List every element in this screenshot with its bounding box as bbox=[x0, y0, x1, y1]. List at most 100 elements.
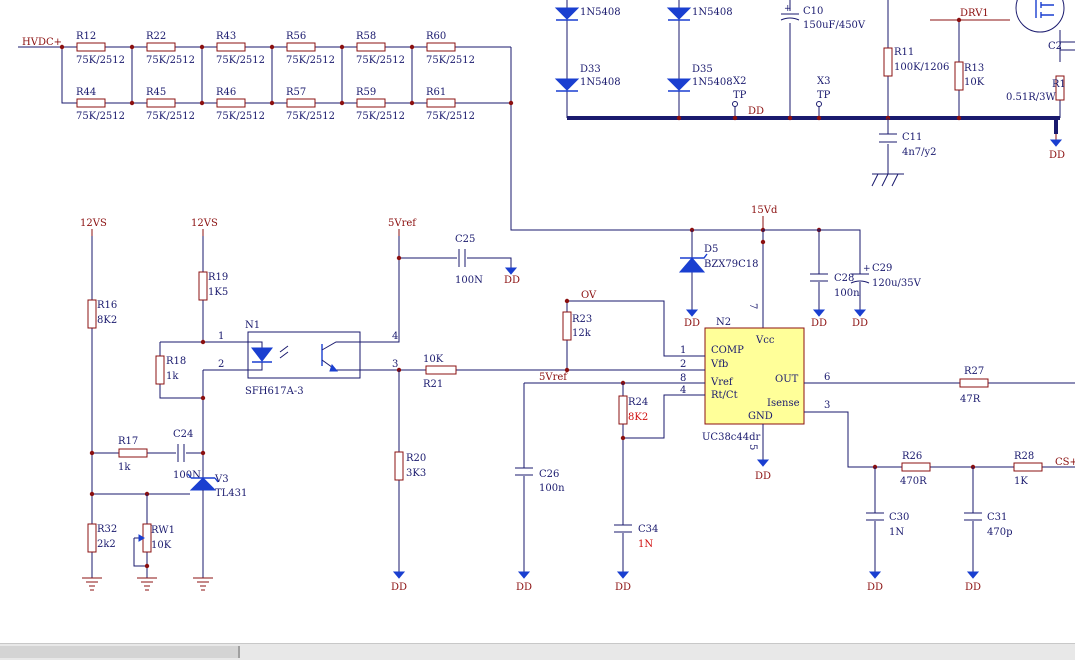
svg-text:R20: R20 bbox=[406, 453, 426, 464]
resistor-r17: R17 1k bbox=[118, 436, 148, 473]
zener-d5: D5 BZX79C18 bbox=[678, 244, 759, 273]
svg-text:R32: R32 bbox=[97, 524, 117, 535]
svg-text:75K/2512: 75K/2512 bbox=[76, 111, 125, 122]
net-label-dd-c26: DD bbox=[516, 582, 532, 593]
svg-text:1N5408: 1N5408 bbox=[580, 77, 621, 88]
svg-text:Isense: Isense bbox=[767, 398, 800, 409]
svg-text:75K/2512: 75K/2512 bbox=[356, 55, 405, 66]
svg-text:8: 8 bbox=[680, 373, 686, 384]
diode-d35: D35 1N5408 bbox=[666, 64, 733, 92]
svg-text:GND: GND bbox=[748, 411, 773, 422]
net-label-12vs-a: 12VS bbox=[80, 218, 107, 229]
mosfet-partial bbox=[1015, 0, 1065, 118]
diode-top-a-value: 1N5408 bbox=[580, 7, 621, 18]
svg-text:R57: R57 bbox=[286, 87, 306, 98]
svg-text:X3: X3 bbox=[817, 76, 830, 87]
svg-text:1N: 1N bbox=[889, 527, 904, 538]
svg-text:OUT: OUT bbox=[775, 374, 799, 385]
scrollbar-thumb[interactable] bbox=[0, 646, 240, 658]
net-label-5vref-mid: 5Vref bbox=[539, 372, 568, 383]
shunt-regulator-v3: V3 TL431 bbox=[187, 473, 247, 578]
net-label-cs: CS+ bbox=[1055, 457, 1075, 468]
svg-text:4: 4 bbox=[392, 331, 398, 342]
net-label-dd-bus: DD bbox=[748, 106, 764, 117]
capacitor-c10: C10 150uF/450V + bbox=[780, 0, 866, 118]
net-label-dd-c34: DD bbox=[615, 582, 631, 593]
resistor-r1: R1 0.51R/3W bbox=[1006, 75, 1066, 103]
net-label-drv1: DRV1 bbox=[960, 8, 989, 19]
svg-text:Rt/Ct: Rt/Ct bbox=[711, 390, 738, 401]
svg-text:1: 1 bbox=[218, 331, 224, 342]
resistor-r11: R11 100K/1206 bbox=[883, 0, 949, 118]
resistor-r44: R44 75K/2512 bbox=[76, 87, 125, 122]
svg-text:R61: R61 bbox=[426, 87, 446, 98]
resistor-r22: R22 75K/2512 bbox=[146, 31, 195, 66]
svg-text:75K/2512: 75K/2512 bbox=[146, 55, 195, 66]
svg-text:R18: R18 bbox=[166, 356, 186, 367]
svg-text:R16: R16 bbox=[97, 300, 117, 311]
svg-text:C25: C25 bbox=[455, 234, 475, 245]
svg-text:R27: R27 bbox=[964, 366, 984, 377]
resistor-r13: R13 10K bbox=[954, 61, 985, 91]
diode-top-b-value: 1N5408 bbox=[692, 7, 733, 18]
svg-text:4: 4 bbox=[680, 385, 686, 396]
svg-text:3K3: 3K3 bbox=[406, 468, 426, 479]
svg-text:R45: R45 bbox=[146, 87, 166, 98]
svg-text:D35: D35 bbox=[692, 64, 713, 75]
svg-text:R21: R21 bbox=[423, 379, 443, 390]
svg-text:TP: TP bbox=[817, 90, 831, 101]
capacitor-c24: C24 100N bbox=[173, 429, 201, 481]
svg-text:R44: R44 bbox=[76, 87, 96, 98]
svg-text:100K/1206: 100K/1206 bbox=[894, 62, 949, 73]
svg-text:R12: R12 bbox=[76, 31, 96, 42]
svg-text:D5: D5 bbox=[704, 244, 718, 255]
resistor-r57: R57 75K/2512 bbox=[286, 87, 335, 122]
svg-text:1k: 1k bbox=[166, 371, 179, 382]
svg-text:R11: R11 bbox=[894, 47, 914, 58]
svg-text:1: 1 bbox=[680, 345, 686, 356]
svg-text:Vfb: Vfb bbox=[710, 359, 728, 370]
svg-text:RW1: RW1 bbox=[151, 525, 175, 536]
svg-text:1k: 1k bbox=[118, 462, 131, 473]
svg-text:8K2: 8K2 bbox=[97, 315, 117, 326]
net-label-dd-ic: DD bbox=[755, 471, 771, 482]
svg-text:75K/2512: 75K/2512 bbox=[286, 111, 335, 122]
net-label-dd-r1: DD bbox=[1049, 150, 1065, 161]
svg-text:R17: R17 bbox=[118, 436, 138, 447]
capacitor-c11: C11 4n7/y2 bbox=[871, 118, 937, 187]
svg-text:75K/2512: 75K/2512 bbox=[426, 111, 475, 122]
svg-text:100n: 100n bbox=[539, 483, 565, 494]
capacitor-c26: C26 100n bbox=[515, 467, 565, 494]
resistor-r61: R61 75K/2512 bbox=[426, 87, 475, 122]
svg-text:75K/2512: 75K/2512 bbox=[356, 111, 405, 122]
svg-text:470R: 470R bbox=[900, 476, 927, 487]
net-label-dd-c31: DD bbox=[965, 582, 981, 593]
svg-text:4n7/y2: 4n7/y2 bbox=[902, 147, 937, 158]
svg-text:+: + bbox=[784, 4, 792, 14]
net-label-ov: OV bbox=[581, 290, 597, 301]
svg-text:2: 2 bbox=[218, 359, 224, 370]
capacitor-c28: C28 100n bbox=[810, 273, 860, 299]
net-label-15vd: 15Vd bbox=[751, 205, 778, 216]
svg-text:470p: 470p bbox=[987, 527, 1013, 538]
svg-text:75K/2512: 75K/2512 bbox=[286, 55, 335, 66]
svg-text:R28: R28 bbox=[1014, 451, 1034, 462]
svg-text:0.51R/3W: 0.51R/3W bbox=[1006, 92, 1057, 103]
capacitor-c29: + C29 120u/35V bbox=[850, 263, 922, 289]
test-point-x3: X3 TP bbox=[816, 76, 831, 118]
svg-text:R22: R22 bbox=[146, 31, 166, 42]
horizontal-scrollbar[interactable] bbox=[0, 643, 1075, 660]
svg-text:BZX79C18: BZX79C18 bbox=[704, 259, 759, 270]
svg-text:R26: R26 bbox=[902, 451, 922, 462]
